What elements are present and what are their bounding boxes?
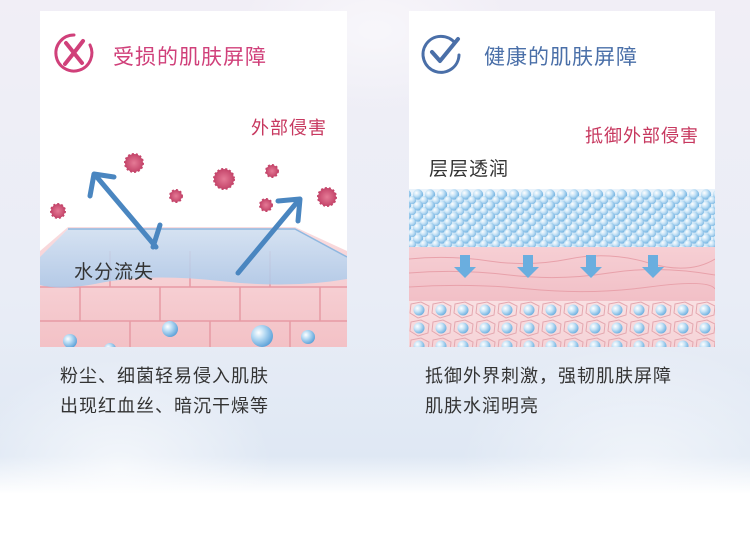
resist-harm-label: 抵御外部侵害 (585, 126, 699, 147)
caption-line: 出现红血丝、暗沉干燥等 (60, 396, 269, 417)
check-circle-icon (421, 34, 461, 74)
damaged-barrier-caption: 粉尘、细菌轻易侵入肌肤 出现红血丝、暗沉干燥等 (60, 362, 269, 422)
panel-title: 受损的肌肤屏障 (113, 45, 267, 69)
caption-line: 粉尘、细菌轻易侵入肌肤 (60, 366, 269, 387)
healthy-barrier-caption: 抵御外界刺激，强韧肌肤屏障 肌肤水润明亮 (425, 362, 672, 422)
damaged-barrier-panel: 受损的肌肤屏障 外部侵害 (40, 11, 347, 347)
caption-line: 肌肤水润明亮 (425, 396, 539, 417)
external-harm-label: 外部侵害 (251, 118, 327, 139)
panel-title: 健康的肌肤屏障 (484, 45, 638, 69)
water-loss-label: 水分流失 (74, 261, 155, 283)
layered-moisture-label: 层层透润 (429, 158, 510, 180)
healthy-barrier-panel: 健康的肌肤屏障 抵御外部侵害 层层透润 (409, 11, 715, 347)
healthy-skin-illustration (409, 189, 715, 347)
damaged-skin-illustration (40, 153, 347, 347)
caption-line: 抵御外界刺激，强韧肌肤屏障 (425, 366, 672, 387)
bottom-strip (0, 495, 750, 537)
cross-circle-icon (54, 33, 94, 73)
